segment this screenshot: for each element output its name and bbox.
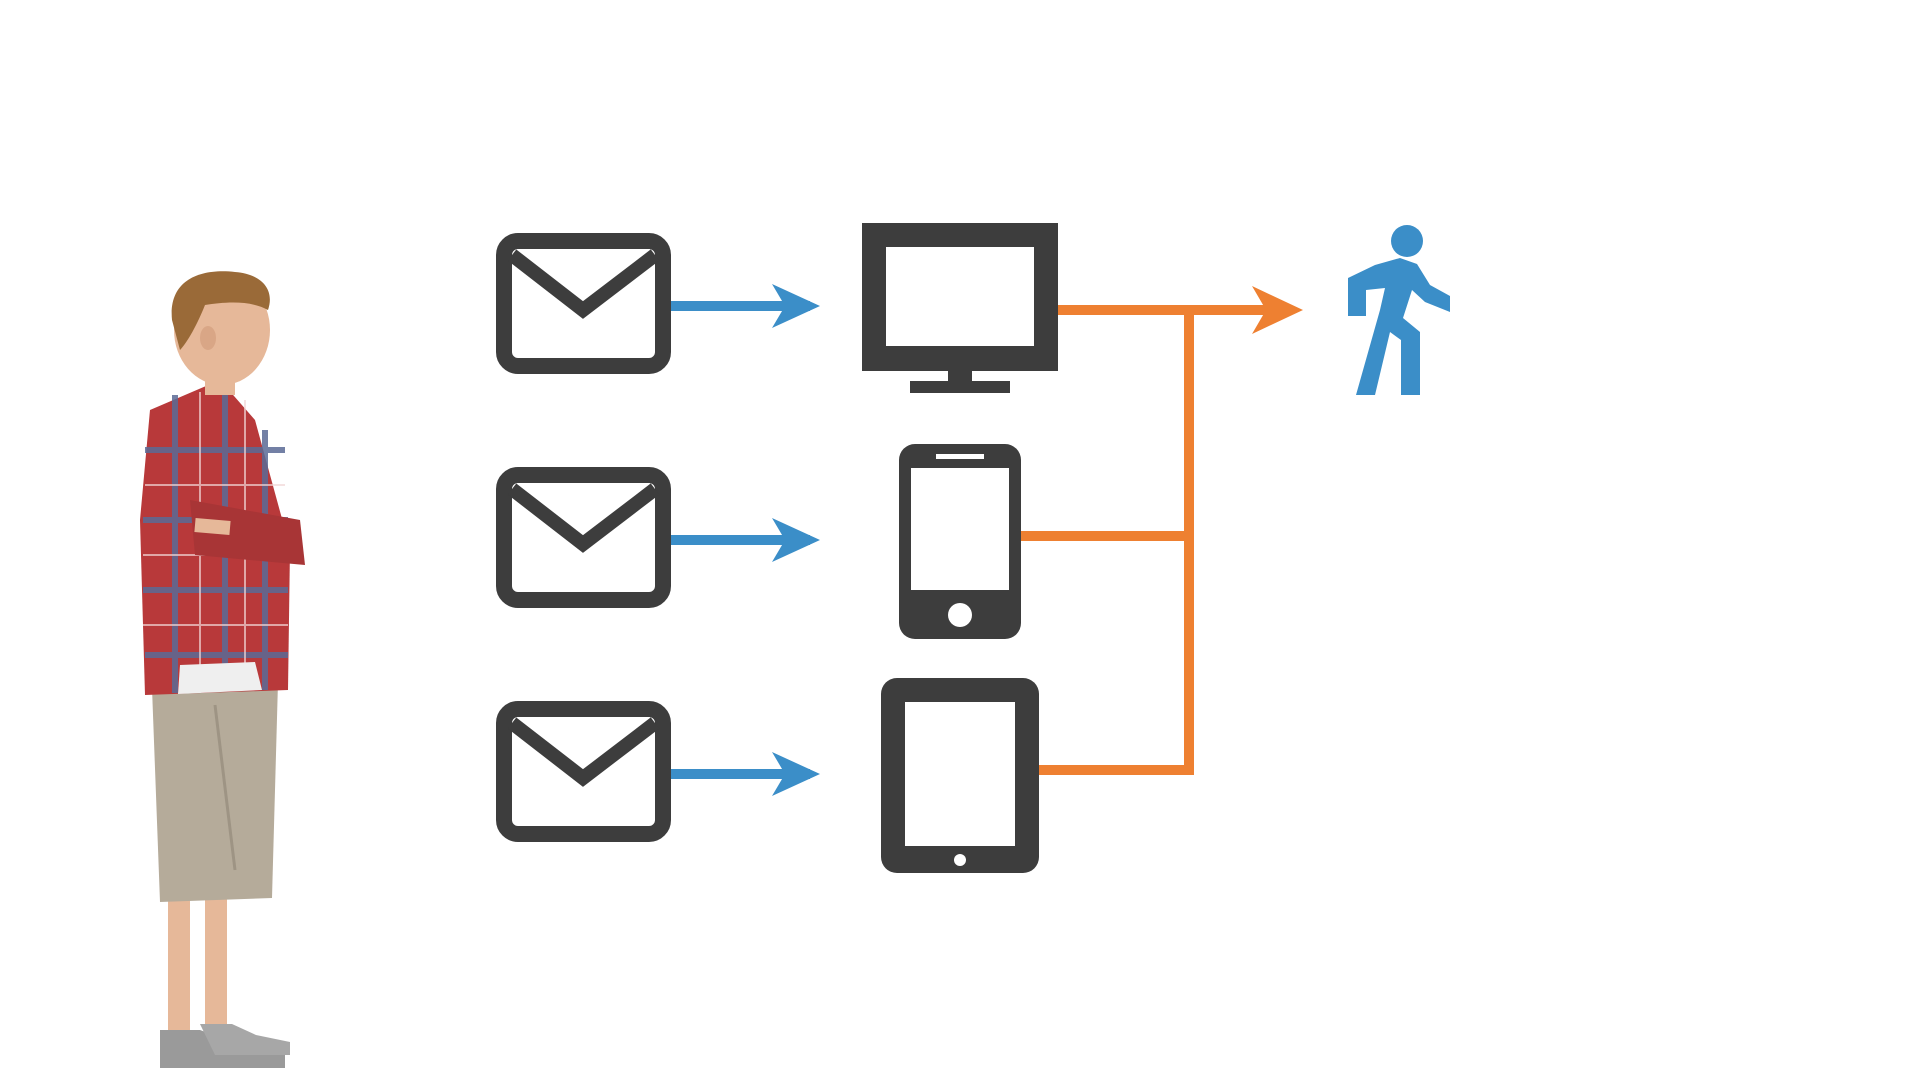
smartphone-icon — [899, 444, 1021, 639]
line-tablet-to-bus — [1039, 310, 1194, 775]
desktop-monitor-icon — [862, 223, 1058, 393]
orange-connector-lines — [1021, 305, 1270, 775]
tablet-icon — [881, 678, 1039, 873]
standing-person-photo — [140, 271, 305, 1068]
arrow-email-to-tablet — [671, 752, 820, 796]
orange-arrow-head — [1252, 286, 1303, 334]
envelope-icon — [496, 701, 671, 842]
arrow-email-to-desktop — [671, 284, 820, 328]
walking-person-icon — [1348, 225, 1450, 395]
arrow-email-to-phone — [671, 518, 820, 562]
envelope-icon — [496, 467, 671, 608]
envelope-icon — [496, 233, 671, 374]
